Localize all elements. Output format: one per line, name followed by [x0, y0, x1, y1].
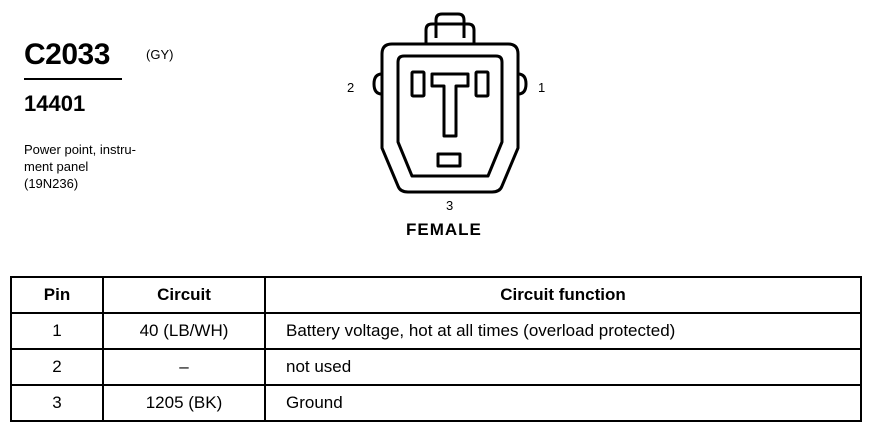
cell-pin: 1 [10, 312, 104, 350]
table-row: 1 40 (LB/WH) Battery voltage, hot at all… [10, 312, 862, 350]
cell-circuit: 1205 (BK) [102, 384, 266, 422]
connector-description: Power point, instru- ment panel (19N236) [24, 141, 174, 192]
header-circuit-function: Circuit function [264, 276, 862, 314]
header-circuit: Circuit [102, 276, 266, 314]
connector-id: C2033 [24, 38, 110, 71]
part-number: 14401 [24, 91, 86, 116]
cell-function: Battery voltage, hot at all times (overl… [264, 312, 862, 350]
description-line: Power point, instru- [24, 142, 136, 157]
pin-2-cavity [410, 70, 426, 98]
connector-latch-outer [424, 22, 476, 44]
table-row: 3 1205 (BK) Ground [10, 384, 862, 422]
cell-pin: 2 [10, 348, 104, 386]
connector-color-code: (GY) [146, 47, 174, 62]
header-pin: Pin [10, 276, 104, 314]
description-line: (19N236) [24, 176, 79, 191]
pinout-table: Pin Circuit Circuit function 1 40 (LB/WH… [10, 276, 862, 422]
connector-ear-right [517, 72, 528, 96]
pin-label-2: 2 [347, 80, 355, 95]
cell-function: not used [264, 348, 862, 386]
connector-gender-label: FEMALE [406, 220, 482, 239]
connector-key [430, 72, 470, 138]
connector-latch [434, 12, 466, 38]
connector-id-underline [24, 78, 122, 80]
cell-function: Ground [264, 384, 862, 422]
pin-label-1: 1 [538, 80, 546, 95]
pin-label-3: 3 [446, 198, 454, 213]
table-header-row: Pin Circuit Circuit function [10, 276, 862, 314]
connector-housing-inner [396, 54, 504, 178]
cell-circuit: 40 (LB/WH) [102, 312, 266, 350]
connector-ear-left [372, 72, 383, 96]
pin-1-cavity [474, 70, 490, 98]
cell-pin: 3 [10, 384, 104, 422]
description-line: ment panel [24, 159, 89, 174]
cell-circuit: – [102, 348, 266, 386]
pin-3-cavity [436, 152, 462, 168]
table-row: 2 – not used [10, 348, 862, 386]
connector-face-diagram [372, 12, 528, 194]
connector-housing-outer [380, 42, 520, 194]
